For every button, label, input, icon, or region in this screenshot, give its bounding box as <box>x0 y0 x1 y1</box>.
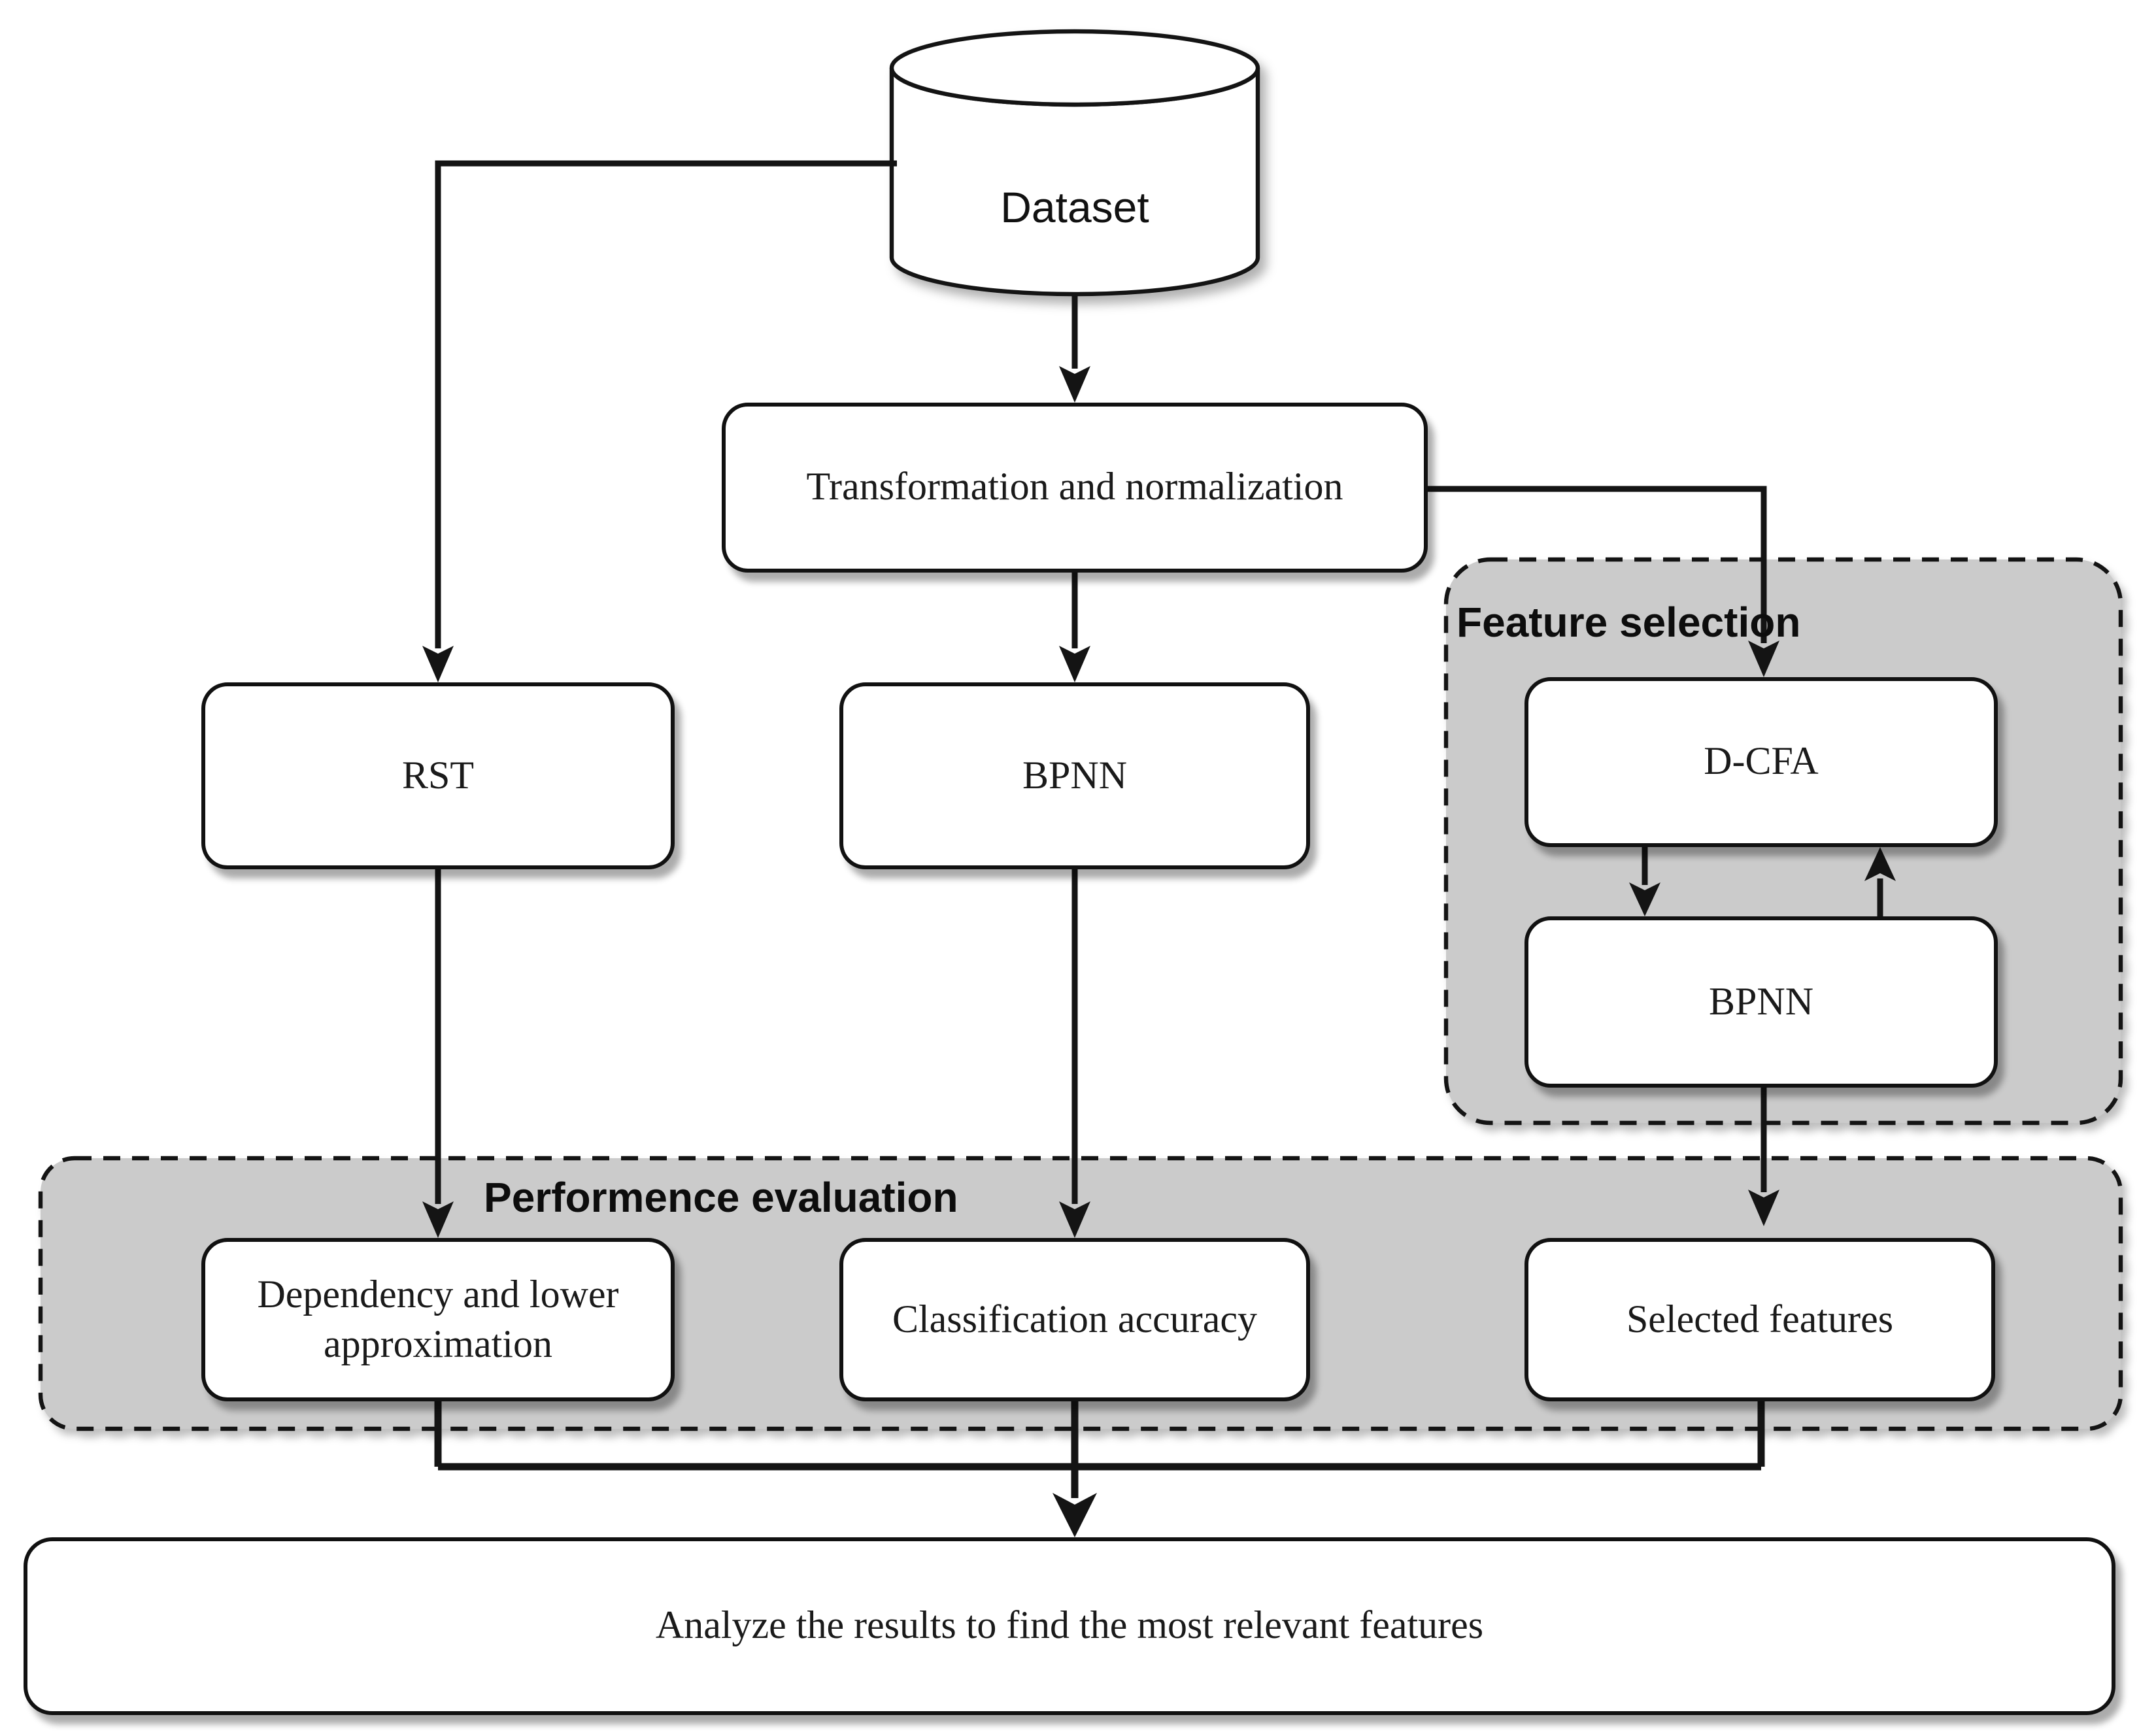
node-dependency: Dependency and lower approximation <box>201 1238 675 1401</box>
node-analyze-results-label: Analyze the results to find the most rel… <box>655 1604 1484 1648</box>
node-transformation-label: Transformation and normalization <box>806 465 1343 509</box>
arrowhead-into-analyze <box>1053 1493 1097 1537</box>
arrowhead-into-transformation <box>1059 366 1090 403</box>
node-dataset-label: Dataset <box>1000 183 1149 231</box>
arrowhead-into-bpnn <box>1059 646 1090 682</box>
arrowhead-into-rst <box>422 646 454 682</box>
node-bpnn-main-label: BPNN <box>1022 754 1128 797</box>
edge-dataset-rst <box>435 160 897 648</box>
node-classification-accuracy: Classification accuracy <box>839 1238 1310 1401</box>
node-rst-label: RST <box>401 754 475 797</box>
edge-transformation-dcfa <box>1428 486 1767 643</box>
arrowhead-into-selected <box>1748 1190 1779 1226</box>
node-analyze-results: Analyze the results to find the most rel… <box>24 1537 2115 1715</box>
node-selected-features: Selected features <box>1524 1238 1995 1401</box>
node-bpnn-feature-selection-label: BPNN <box>1708 980 1814 1024</box>
node-bpnn-main: BPNN <box>839 682 1310 869</box>
database-cylinder-icon <box>889 29 1260 297</box>
node-bpnn-feature-selection: BPNN <box>1524 916 1998 1088</box>
edge-results-merge <box>434 1401 1765 1471</box>
arrowhead-into-bpnnfs <box>1629 882 1660 916</box>
node-rst: RST <box>201 682 675 869</box>
node-dcfa-label: D-CFA <box>1704 740 1819 784</box>
feature-selection-group-label: Feature selection <box>1457 599 1801 646</box>
arrowhead-into-dependency <box>422 1201 454 1238</box>
node-dependency-label: Dependency and lower approximation <box>257 1273 619 1365</box>
node-selected-features-label: Selected features <box>1626 1297 1894 1341</box>
node-classification-accuracy-label: Classification accuracy <box>892 1297 1258 1341</box>
performance-evaluation-group-label: Performence evaluation <box>484 1174 958 1221</box>
arrowhead-into-dcfa <box>1748 641 1779 677</box>
arrowhead-into-classification <box>1059 1201 1090 1238</box>
node-dcfa: D-CFA <box>1524 677 1998 847</box>
node-transformation: Transformation and normalization <box>722 403 1428 573</box>
arrowhead-into-dcfa-return <box>1864 847 1896 881</box>
